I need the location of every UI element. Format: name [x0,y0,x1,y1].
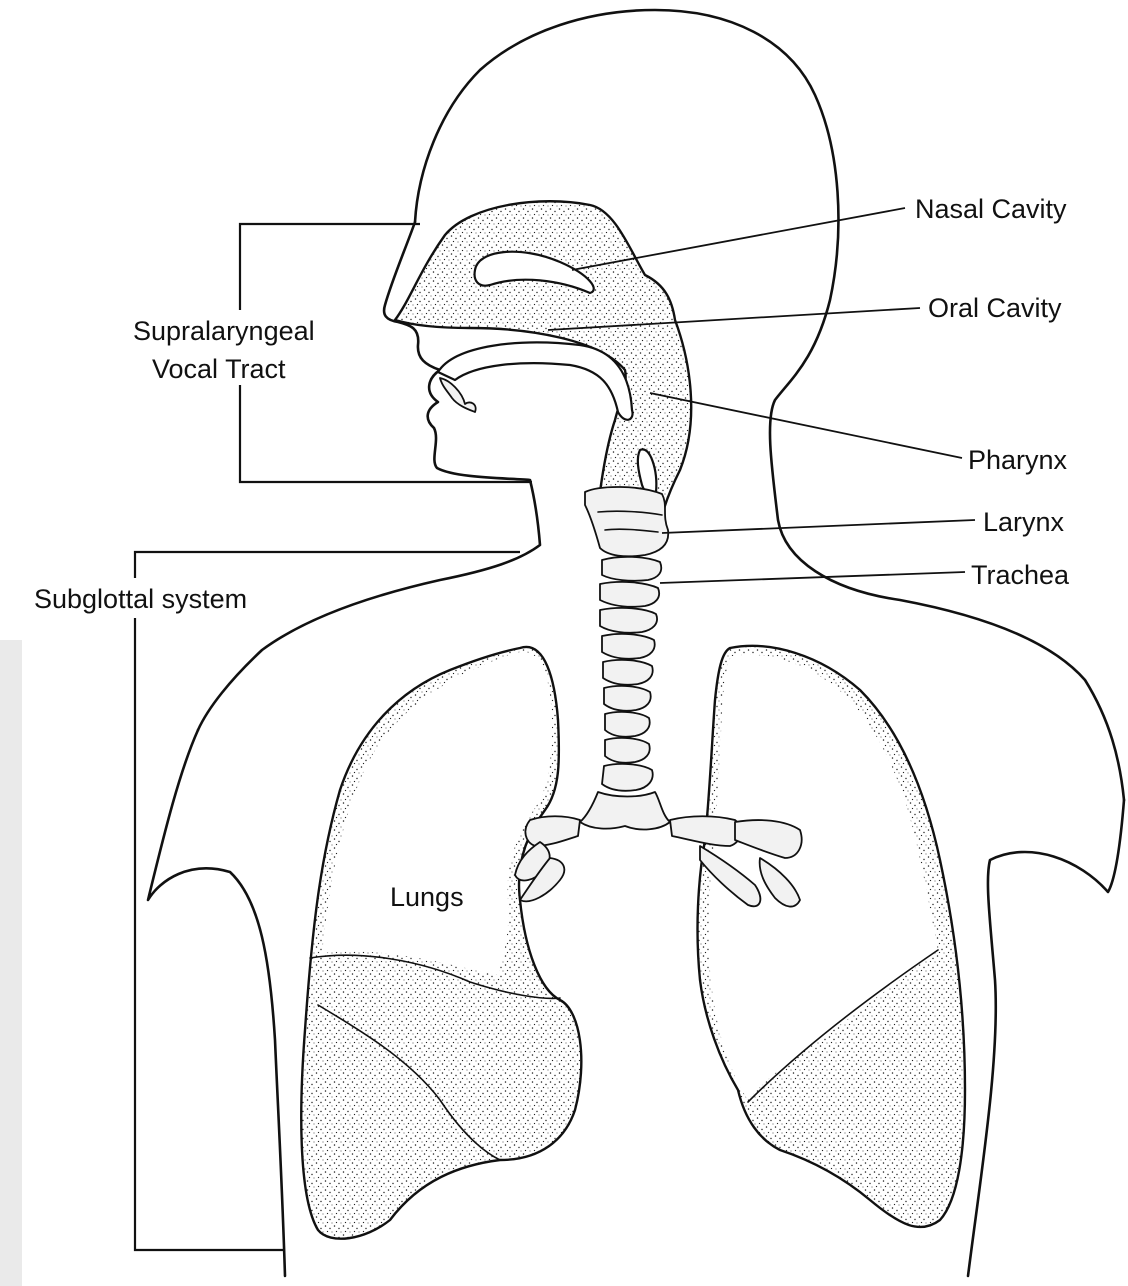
label-oral-cavity: Oral Cavity [928,293,1062,323]
label-larynx: Larynx [983,507,1065,537]
leader-trachea [660,572,965,583]
trachea-rings [600,557,661,791]
right-arm-outline [968,800,1124,1276]
label-supralaryngeal-line1: Supralaryngeal [133,316,315,346]
label-trachea: Trachea [971,560,1070,590]
page-edge-shadow [0,640,22,1286]
leader-larynx [662,520,975,533]
label-subglottal-system: Subglottal system [34,584,247,614]
label-nasal-cavity: Nasal Cavity [915,194,1067,224]
teeth [440,378,476,412]
leader-pharynx [650,393,962,458]
label-lungs: Lungs [390,882,464,912]
label-supralaryngeal-line2: Vocal Tract [152,354,286,384]
label-pharynx: Pharynx [968,445,1068,475]
larynx-cartilage [585,487,668,556]
left-arm-outline [148,730,285,1276]
